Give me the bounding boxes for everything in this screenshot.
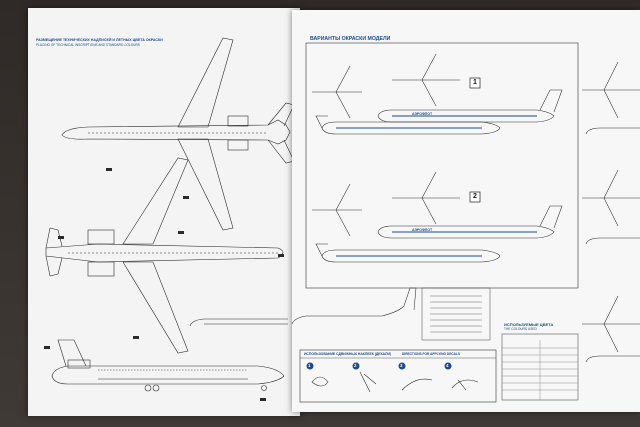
variant-1-number: 1: [473, 79, 477, 86]
fuselage-lettering-2: АЭРОФЛОТ: [412, 228, 433, 232]
decal-instructions-box: [299, 349, 497, 403]
paint-variants-drawings: [292, 42, 640, 403]
sheet-left-subheading: PLACING OF TECHNICAL INSCRIPTIONS AND ST…: [36, 43, 140, 47]
instruction-sheet-left: РАЗМЕЩЕНИЕ ТЕХНИЧЕСКИХ НАДПИСЕЙ И ЛЕТНЫХ…: [28, 8, 300, 416]
paint-variants-heading: ВАРИАНТЫ ОКРАСКИ МОДЕЛИ: [310, 36, 391, 42]
variant-2-number: 2: [473, 193, 477, 200]
sheet-left-heading: РАЗМЕЩЕНИЕ ТЕХНИЧЕСКИХ НАДПИСЕЙ И ЛЕТНЫХ…: [36, 38, 163, 42]
fuselage-lettering-1: АЭРОФЛОТ: [412, 112, 433, 116]
colors-subtitle: THE COLOURS USED: [504, 327, 537, 331]
decal-subtitle: DIRECTIONS FOR APPLYING DECALS: [402, 352, 461, 356]
instruction-sheet-right: ВАРИАНТЫ ОКРАСКИ МОДЕЛИ: [292, 10, 640, 412]
colors-title: ИСПОЛЬЗУЕМЫЕ ЦВЕТА: [504, 322, 554, 327]
decal-step-1: 1: [308, 363, 311, 368]
variant-2-box: [469, 191, 481, 203]
decal-step-2: 2: [354, 363, 357, 368]
info-box: [421, 287, 491, 341]
variant-1-box: [469, 77, 481, 89]
decal-step-4: 4: [446, 363, 449, 368]
decal-title: ИСПОЛЬЗОВАНИЕ СДВИЖНЫХ НАКЛЕЕК (ДЕКАЛИ): [304, 352, 392, 356]
decal-step-3: 3: [400, 363, 403, 368]
aircraft-drawings-left: [44, 37, 295, 401]
